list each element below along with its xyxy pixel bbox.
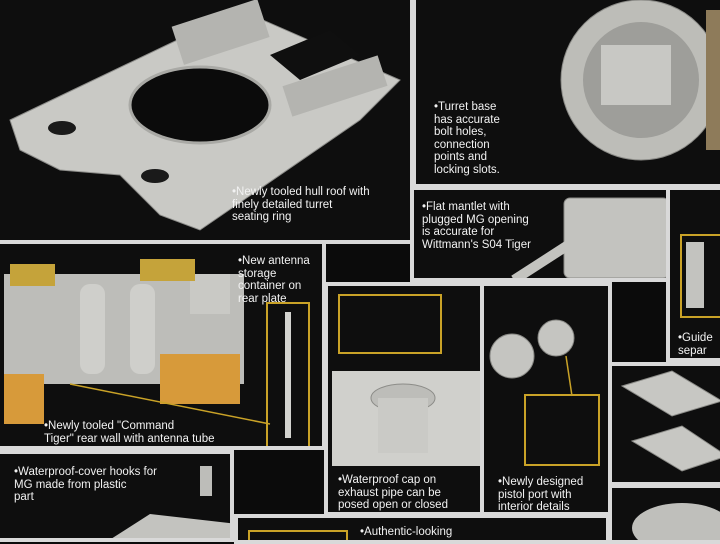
panel-mantlet: •Flat mantlet with plugged MG opening is…: [410, 186, 670, 282]
pistol-port-highlight-box: [524, 394, 600, 466]
caption-antenna: •New antenna storage container on rear p…: [238, 255, 310, 305]
caption-pistol-port: •Newly designed pistol port with interio…: [498, 476, 584, 513]
caption-mantlet: •Flat mantlet with plugged MG opening is…: [422, 201, 531, 251]
cap-highlight-box: [338, 294, 442, 354]
mantlet-illustration: [511, 197, 666, 278]
caption-hull-roof: •Newly tooled hull roof with finely deta…: [232, 186, 370, 223]
pistol-port-illustration: [489, 319, 575, 397]
caption-rear-wall: •Newly tooled "Command Tiger" rear wall …: [44, 420, 215, 445]
caption-hooks: •Waterproof-cover hooks for MG made from…: [14, 466, 157, 503]
guide-part: [686, 242, 704, 308]
panel-hull-roof: •Newly tooled hull roof with finely deta…: [0, 0, 414, 244]
panel-pistol-port: •Newly designed pistol port with interio…: [480, 282, 612, 516]
antenna-tube: [285, 312, 291, 438]
antenna-highlight-box: [266, 302, 310, 446]
guide-highlight-box: [680, 234, 720, 318]
rear-wall-illustration: [4, 259, 271, 425]
authentic-highlight-box: [248, 530, 348, 540]
caption-turret-base: •Turret base has accurate bolt holes, co…: [434, 101, 500, 176]
panel-rear-wall: •New antenna storage container on rear p…: [0, 240, 326, 450]
caption-authentic: •Authentic-looking: [360, 526, 453, 538]
grilles-illustration: [620, 370, 720, 472]
waterproof-cap-illustration: [332, 371, 480, 466]
panel-turret-base: •Turret base has accurate bolt holes, co…: [412, 0, 720, 188]
panel-hooks: •Waterproof-cover hooks for MG made from…: [0, 450, 234, 542]
corner-illustration: [632, 503, 720, 540]
hull-roof-illustration: [9, 0, 401, 231]
turret-base-illustration: [560, 0, 720, 161]
panel-waterproof-cap: •Waterproof cap on exhaust pipe can be p…: [324, 282, 484, 516]
panel-authentic: •Authentic-looking: [234, 514, 610, 544]
panel-grilles: [608, 362, 720, 486]
panel-corner: [608, 484, 720, 544]
caption-waterproof-cap: •Waterproof cap on exhaust pipe can be p…: [338, 474, 448, 511]
hooks-illustration: [112, 466, 230, 538]
caption-guide: •Guide separ: [678, 332, 713, 357]
panel-guide: •Guide separ: [666, 186, 720, 362]
